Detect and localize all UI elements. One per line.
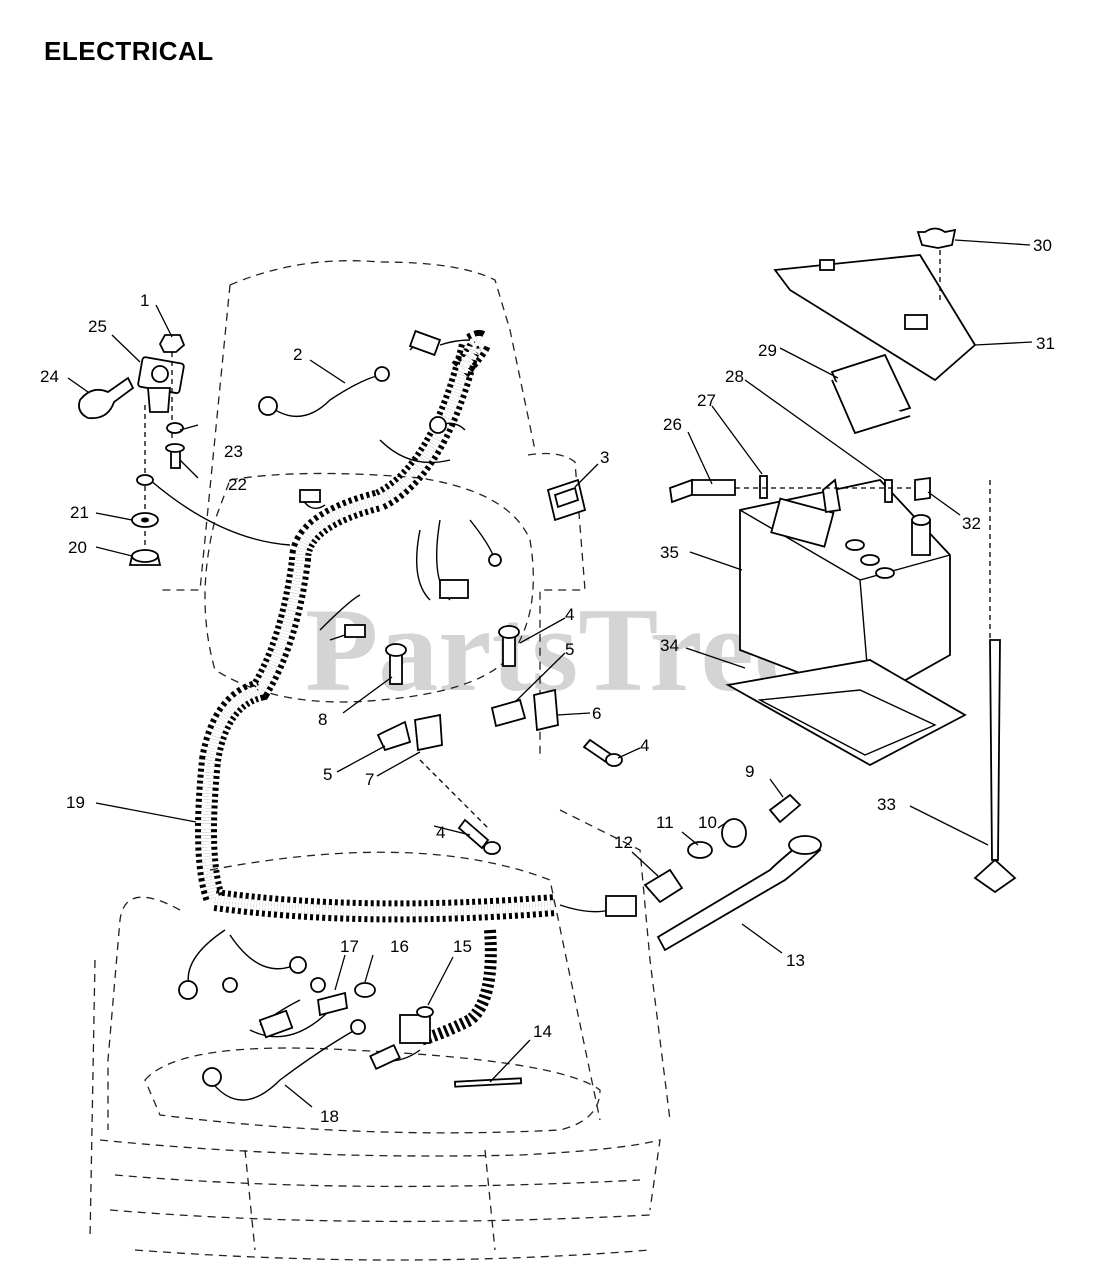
lockwasher xyxy=(166,422,184,434)
seat-switch xyxy=(399,1014,431,1044)
callout-10: 10 xyxy=(698,813,717,832)
cable-tie xyxy=(453,1077,523,1088)
callout-31: 31 xyxy=(1036,334,1055,353)
callout-4-b: 4 xyxy=(640,736,649,755)
callout-3: 3 xyxy=(600,448,609,467)
callout-1: 1 xyxy=(140,291,149,310)
fuse xyxy=(317,991,348,1017)
callout-23: 23 xyxy=(224,442,243,461)
bracket xyxy=(376,720,412,752)
callout-30: 30 xyxy=(1033,236,1052,255)
callout-labels: 1 2 3 4 5 6 7 8 9 10 11 12 13 14 15 16 1… xyxy=(40,236,1055,1126)
diagram-title: ELECTRICAL xyxy=(44,36,214,66)
callout-9: 9 xyxy=(745,762,754,781)
callout-8: 8 xyxy=(318,710,327,729)
callout-4-c: 4 xyxy=(436,823,445,842)
switch-parts xyxy=(317,478,822,1044)
terminal-bolt xyxy=(669,478,695,504)
callout-17: 17 xyxy=(340,937,359,956)
callout-29: 29 xyxy=(758,341,777,360)
callout-24: 24 xyxy=(40,367,59,386)
interlock-switch xyxy=(414,713,443,752)
callout-26: 26 xyxy=(663,415,682,434)
callout-12: 12 xyxy=(614,833,633,852)
leader-lines xyxy=(67,239,1033,1108)
callout-13: 13 xyxy=(786,951,805,970)
callout-4: 4 xyxy=(565,605,574,624)
battery-tray xyxy=(725,659,967,767)
callout-35: 35 xyxy=(660,543,679,562)
frame-outline xyxy=(89,260,671,1261)
callout-7: 7 xyxy=(365,770,374,789)
battery-holddown xyxy=(773,254,977,382)
callout-16: 16 xyxy=(390,937,409,956)
callout-28: 28 xyxy=(725,367,744,386)
ignition-parts xyxy=(78,334,186,566)
ignition-tube xyxy=(656,838,822,952)
ignition-key-switch xyxy=(643,868,684,904)
connector xyxy=(408,329,442,357)
ring-terminal xyxy=(258,396,278,416)
callout-2: 2 xyxy=(293,345,302,364)
nut xyxy=(158,334,186,353)
harness-plug xyxy=(605,895,637,917)
hold-down-rod xyxy=(989,639,1001,861)
callout-18: 18 xyxy=(320,1107,339,1126)
wire-leads xyxy=(149,329,637,1101)
callout-25: 25 xyxy=(88,317,107,336)
callout-11: 11 xyxy=(656,813,674,832)
wing-nut xyxy=(916,227,957,249)
callout-19: 19 xyxy=(66,793,85,812)
key xyxy=(78,376,135,420)
callout-6: 6 xyxy=(592,704,601,723)
callout-5: 5 xyxy=(565,640,574,659)
callout-14: 14 xyxy=(533,1022,552,1041)
callout-22: 22 xyxy=(228,475,247,494)
callout-27: 27 xyxy=(697,391,716,410)
callout-20: 20 xyxy=(68,538,87,557)
callout-15: 15 xyxy=(453,937,472,956)
callout-34: 34 xyxy=(660,636,679,655)
callout-5-b: 5 xyxy=(323,765,332,784)
callout-33: 33 xyxy=(877,795,896,814)
callout-32: 32 xyxy=(962,514,981,533)
grommet xyxy=(354,982,376,998)
battery-parts xyxy=(669,227,1017,894)
callout-21: 21 xyxy=(70,503,89,522)
